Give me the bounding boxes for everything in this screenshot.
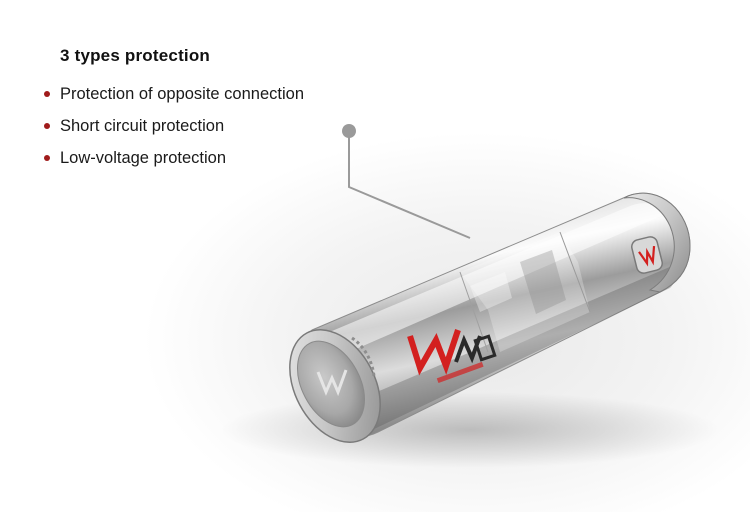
feature-list: Protection of opposite connection Short … <box>40 78 360 174</box>
feature-item-label: Short circuit protection <box>60 117 225 135</box>
bottom-cap <box>289 329 381 443</box>
cap-logo-icon <box>316 369 348 397</box>
feature-block: 3 types protection Protection of opposit… <box>40 46 360 174</box>
mod-body <box>298 192 691 438</box>
callout-leader-icon <box>342 124 471 239</box>
feature-item-opposite-connection: Protection of opposite connection <box>40 78 360 110</box>
ground-shadow <box>220 392 720 468</box>
feature-item-label: Protection of opposite connection <box>60 85 304 103</box>
bullet-dot-icon <box>44 91 50 97</box>
feature-heading: 3 types protection <box>60 46 211 65</box>
feature-item-short-circuit: Short circuit protection <box>40 110 360 142</box>
top-cap <box>623 192 691 293</box>
fire-button-icon <box>631 236 663 274</box>
feature-item-label: Low-voltage protection <box>60 149 227 167</box>
mvape-logo-icon <box>407 329 497 384</box>
bullet-dot-icon <box>44 123 50 129</box>
feature-item-low-voltage: Low-voltage protection <box>40 142 360 174</box>
bullet-dot-icon <box>44 155 50 161</box>
